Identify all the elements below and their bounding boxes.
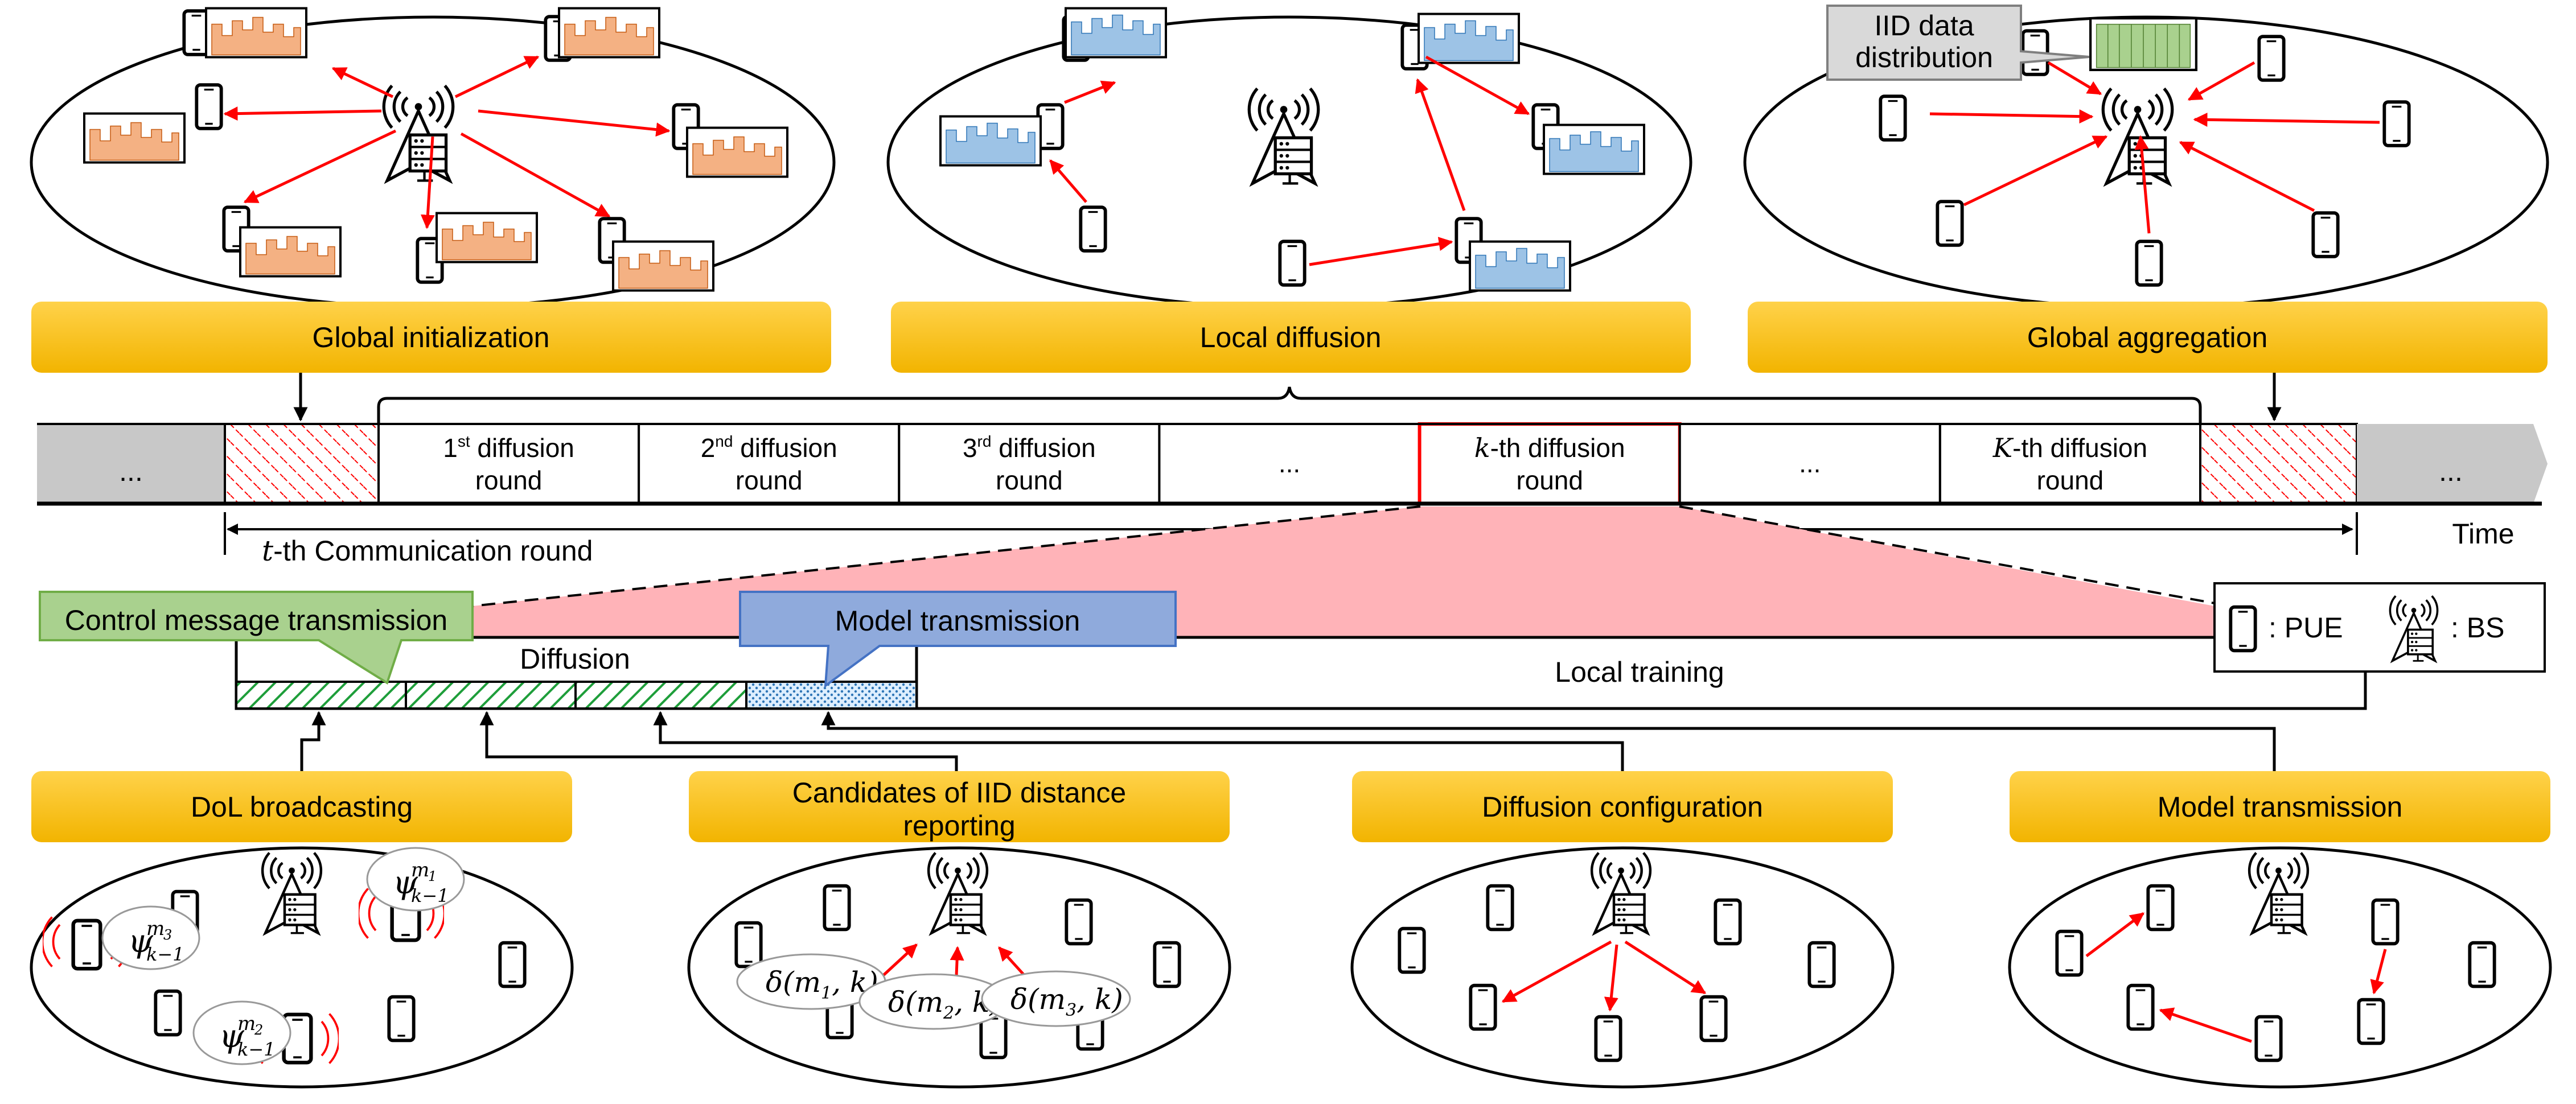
svg-text:ψ: ψ — [128, 923, 154, 960]
broadcast-arrows — [223, 55, 671, 229]
banner-label-global-initialization: Global initialization — [313, 322, 550, 353]
dol-label-m2: ψ m 2 k−1 — [192, 1000, 291, 1065]
diffusion-round-label: ... — [1799, 448, 1821, 478]
iid-callout: IID data distribution — [1826, 5, 2090, 81]
diffusion-config-scene — [1350, 846, 1895, 1089]
legend — [2213, 582, 2546, 673]
diffusion-round-label: 2nd diffusion — [701, 432, 837, 463]
model-transmission-callout — [739, 591, 1177, 689]
banner-dol-broadcasting — [31, 771, 572, 842]
aggregation-slot — [2199, 423, 2358, 505]
timeline-right-ellipsis: ... — [2439, 455, 2463, 487]
timeline-left-ellipsis: ... — [119, 455, 143, 487]
diffusion-segment-label: Diffusion — [520, 643, 630, 675]
svg-text:2: 2 — [254, 1022, 263, 1038]
banner-label-dol-broadcasting: DoL broadcasting — [191, 791, 413, 823]
diffusion-round-label: K-th diffusion — [1992, 432, 2147, 463]
iid-distance-scene: δ(m1, k) δ(m2, k) δ(m3, k) — [687, 846, 1231, 1089]
banner-label-global-aggregation: Global aggregation — [2027, 322, 2268, 353]
comm-round-label: t-th Communication round — [262, 534, 593, 567]
round-detail: Diffusion Local training Control message… — [39, 505, 2546, 771]
zoom-highlight — [236, 506, 2215, 637]
control-message-callout — [39, 591, 474, 685]
svg-text:ψ: ψ — [219, 1018, 245, 1055]
local-diffusion-scene — [886, 9, 1692, 309]
diffusion-round-label: 1st diffusion — [443, 432, 574, 463]
bs-legend-label: : BS — [2451, 612, 2504, 644]
diffusion-round-label: k-th diffusion — [1474, 432, 1625, 463]
svg-text:k−1: k−1 — [237, 1039, 276, 1060]
bottom-phase-banners: DoL broadcasting Candidates of IID dista… — [31, 771, 2550, 842]
diffusion-round-cell — [638, 423, 901, 505]
model-transmission-scene — [2008, 846, 2552, 1089]
svg-text:m: m — [146, 917, 165, 940]
iid-distance-m3: δ(m3, k) — [981, 970, 1131, 1027]
diffusion-round-cell — [898, 423, 1161, 505]
diffusion-round-cell — [377, 423, 640, 505]
iid-callout-line1: IID data — [1874, 10, 1974, 42]
timeline: ... ... 1st diffusion round 2nd diffusion r… — [37, 373, 2548, 567]
svg-text:δ(m3, k): δ(m3, k) — [1010, 983, 1123, 1020]
banner-local-diffusion — [891, 302, 1691, 373]
svg-text:k−1: k−1 — [146, 944, 184, 965]
diffusion-round-label-line2: round — [736, 466, 803, 495]
banner-global-aggregation — [1748, 302, 2548, 373]
local-training-label: Local training — [1555, 656, 1724, 688]
global-aggregation-scene: IID data distribution — [1743, 5, 2549, 309]
diffusion-round-label-line2: round — [1516, 466, 1583, 495]
banner-label-diffusion-configuration: Diffusion configuration — [1482, 791, 1763, 823]
diffusion-round-label-line2: round — [2037, 466, 2104, 495]
pue-legend-icon — [2230, 607, 2255, 651]
svg-text:3: 3 — [163, 927, 172, 943]
banner-model-transmission — [2010, 771, 2550, 842]
diffusion-round-label-line2: round — [996, 466, 1063, 495]
aggregation-arrows — [1929, 61, 2380, 234]
init-slot — [224, 423, 380, 505]
svg-text:ψ: ψ — [393, 864, 418, 901]
banner-iid-distance-reporting — [689, 771, 1230, 842]
diffusion-round-cell — [1418, 422, 1682, 505]
detail-bar — [235, 636, 2367, 710]
diffusion-round-label-line2: round — [475, 466, 543, 495]
diffusion-rounds: 1st diffusion round 2nd diffusion round 3rd … — [377, 422, 2202, 505]
diffusion-round-cell — [1678, 423, 1941, 505]
diffusion-round-label: ... — [1279, 448, 1300, 478]
banner-global-initialization — [31, 302, 831, 373]
dol-label-m1: ψ m 1 k−1 — [366, 847, 465, 912]
svg-text:k−1: k−1 — [411, 885, 449, 907]
model-tx-slot — [745, 681, 918, 710]
next-round-block — [2357, 424, 2548, 504]
diffusion-brace — [377, 386, 2202, 424]
iid-distance-m1: δ(m1, k) — [736, 953, 886, 1010]
config-slot — [574, 681, 747, 710]
diffusion-round-label: 3rd diffusion — [963, 432, 1096, 463]
svg-text:1: 1 — [428, 868, 437, 884]
global-init-scene — [30, 9, 836, 309]
svg-text:m: m — [411, 859, 429, 881]
dol-broadcast-slot — [235, 681, 407, 710]
svg-text:m: m — [237, 1012, 256, 1035]
model-transmission-label: Model transmission — [835, 605, 1080, 637]
iid-callout-line2: distribution — [1855, 42, 1993, 73]
dol-broadcasting-scene: ψ m 1 k−1 ψ m 3 k−1 ψ m 2 k−1 — [30, 846, 574, 1089]
banner-label-model-transmission: Model transmission — [2158, 791, 2403, 823]
pue-legend-label: : PUE — [2269, 612, 2343, 644]
top-phase-banners: Global initialization Local diffusion Gl… — [31, 302, 2548, 373]
banner-label-local-diffusion: Local diffusion — [1200, 322, 1382, 353]
iid-report-slot — [405, 681, 577, 710]
prev-round-block — [37, 424, 225, 504]
dol-label-m3: ψ m 3 k−1 — [101, 905, 200, 970]
time-axis-label: Time — [2452, 518, 2514, 550]
banner-diffusion-configuration — [1352, 771, 1893, 842]
control-message-label: Control message transmission — [65, 604, 448, 636]
diffusion-arrows — [1049, 55, 1530, 266]
